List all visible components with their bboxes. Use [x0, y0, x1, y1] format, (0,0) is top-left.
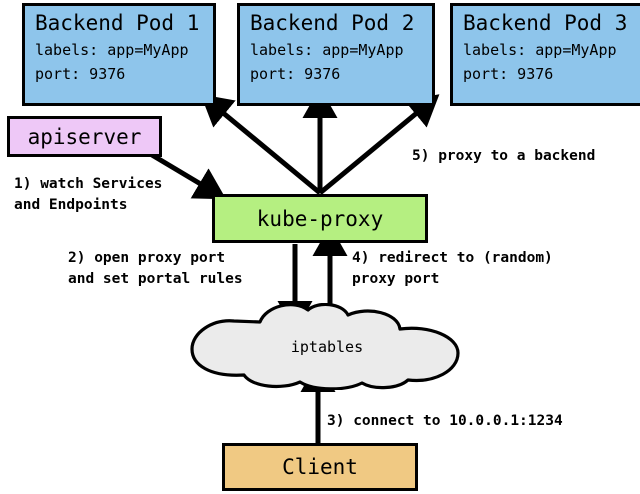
step-3-annotation: 3) connect to 10.0.0.1:1234: [327, 411, 563, 432]
kube-proxy-label: kube-proxy: [256, 206, 384, 231]
backend-pod-3: Backend Pod 3 labels: app=MyApp port: 93…: [450, 3, 640, 106]
pod-port: port: 9376: [463, 65, 554, 83]
step-2-line-2: and set portal rules: [68, 271, 243, 287]
client-node: Client: [222, 443, 418, 491]
pod-labels: labels: app=MyApp: [250, 41, 404, 59]
kube-proxy-node: kube-proxy: [212, 194, 428, 243]
iptables-cloud: iptables: [186, 303, 468, 390]
step-5-annotation: 5) proxy to a backend: [412, 146, 595, 167]
arrow-apiserver-to-kubeproxy: [150, 152, 227, 200]
step-1-line-2: and Endpoints: [14, 197, 128, 213]
step-1-annotation: 1) watch Services and Endpoints: [14, 174, 162, 216]
step-4-line-1: 4) redirect to (random): [352, 250, 553, 266]
client-label: Client: [282, 455, 358, 479]
step-4-annotation: 4) redirect to (random) proxy port: [352, 248, 553, 290]
apiserver-node: apiserver: [7, 116, 162, 157]
cloud-shape: [190, 303, 460, 390]
pod-labels: labels: app=MyApp: [463, 41, 617, 59]
step-2-line-1: 2) open proxy port: [68, 250, 226, 266]
pod-title: Backend Pod 2: [250, 11, 415, 35]
step-2-annotation: 2) open proxy port and set portal rules: [68, 248, 243, 290]
apiserver-label: apiserver: [27, 124, 142, 149]
step-3-line-1: 3) connect to 10.0.0.1:1234: [327, 413, 563, 429]
pod-labels: labels: app=MyApp: [35, 41, 189, 59]
pod-title: Backend Pod 3: [463, 11, 628, 35]
backend-pod-1: Backend Pod 1 labels: app=MyApp port: 93…: [22, 3, 216, 106]
pod-title: Backend Pod 1: [35, 11, 200, 35]
pod-port: port: 9376: [35, 65, 126, 83]
pod-port: port: 9376: [250, 65, 341, 83]
step-4-line-2: proxy port: [352, 271, 440, 287]
arrow-kubeproxy-to-pod1: [200, 94, 322, 195]
arrow-kubeproxy-to-pod3: [318, 94, 440, 195]
step-1-line-1: 1) watch Services: [14, 176, 163, 192]
iptables-label: iptables: [290, 338, 364, 356]
step-5-line-1: 5) proxy to a backend: [412, 148, 596, 164]
backend-pod-2: Backend Pod 2 labels: app=MyApp port: 93…: [237, 3, 435, 106]
